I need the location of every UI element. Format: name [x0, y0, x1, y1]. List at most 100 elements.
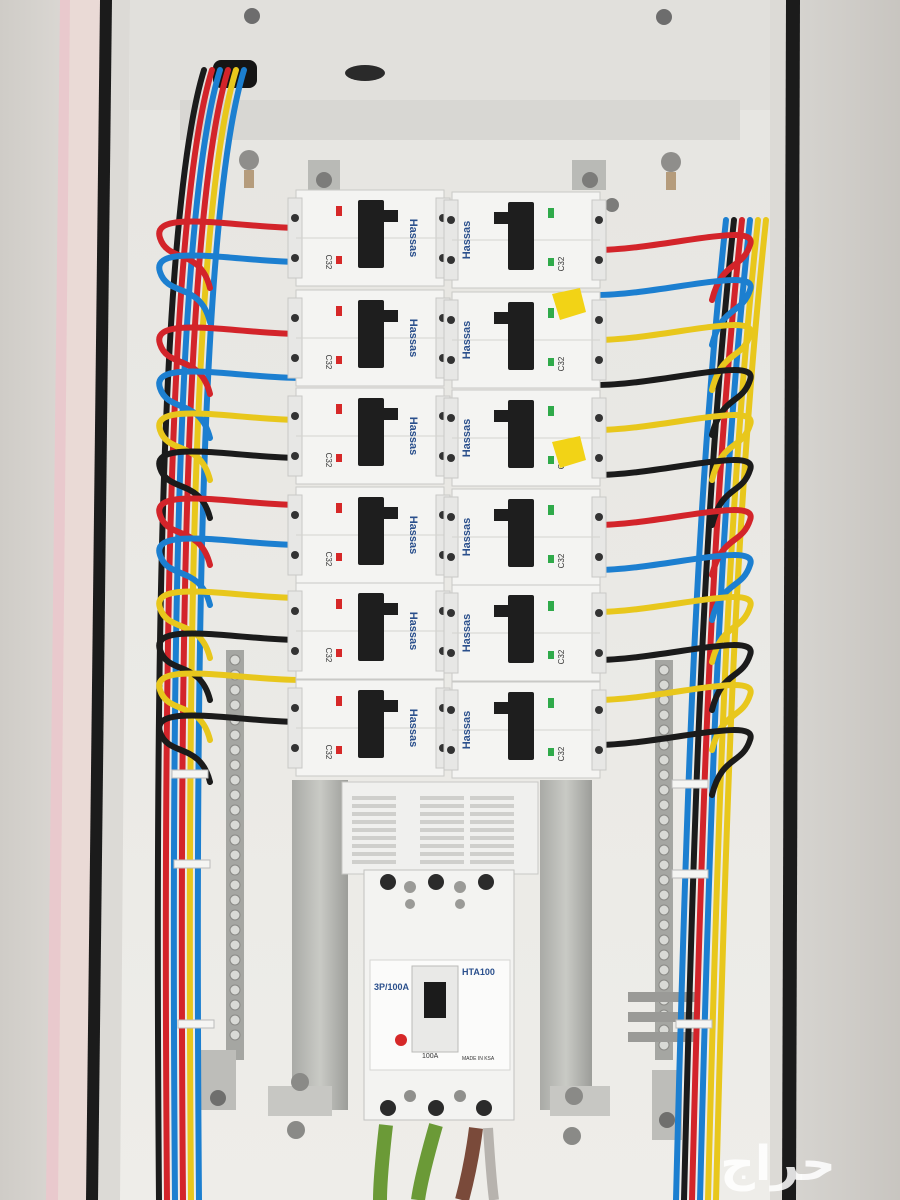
wiring-bundle: [154, 67, 769, 1200]
wire-loop-left: [156, 324, 303, 397]
status-indicator: [548, 406, 554, 416]
circuit-tag: [552, 436, 586, 468]
terminal-screw: [595, 356, 603, 364]
terminal-screw: [291, 354, 299, 362]
busbar-stud: [658, 814, 670, 826]
terminal-screw: [447, 454, 455, 462]
wire-loop-right: [593, 457, 754, 528]
status-indicator: [548, 456, 554, 464]
wire-vertical-left: [194, 67, 247, 1200]
wire-vertical-left: [170, 67, 223, 1200]
breaker-toggle-cap: [494, 605, 512, 617]
breaker-toggle-cap: [494, 312, 512, 324]
status-indicator: [336, 649, 342, 657]
main-breaker-model: HTA100: [462, 967, 495, 977]
wire-loop-right: [593, 642, 754, 713]
busbar-stud: [229, 984, 241, 996]
terminal-screw: [291, 647, 299, 655]
busbar-stud: [229, 864, 241, 876]
breaker-toggle-cap: [380, 700, 398, 712]
breaker-toggle: [508, 302, 534, 370]
main-test-button: [395, 1034, 407, 1046]
vent-slot: [470, 796, 514, 800]
terminal-screw: [447, 414, 455, 422]
busbar-stud: [658, 829, 670, 841]
breaker-rating-label: C32: [324, 453, 333, 468]
busbar-stud: [229, 1029, 241, 1041]
busbar-stud: [658, 844, 670, 856]
vent-slot: [470, 836, 514, 840]
busbar-stud: [658, 664, 670, 676]
breaker-rating-label: C32: [324, 745, 333, 760]
vent-slot: [352, 852, 396, 856]
busbar-stud: [658, 904, 670, 916]
terminal-screw: [291, 551, 299, 559]
breaker-rating-label: C32: [557, 746, 566, 761]
vent-slot: [352, 796, 396, 800]
status-indicator: [336, 356, 342, 364]
terminal-screw: [291, 214, 299, 222]
wire-vertical-right: [689, 217, 745, 1200]
breaker-brand-label: Hassas: [461, 711, 473, 750]
terminal-screw: [291, 607, 299, 615]
vent-slot: [470, 844, 514, 848]
wire-loop-right: [593, 507, 754, 578]
breaker-rating-label: C32: [324, 355, 333, 370]
breaker-rows: HassasC32HassasC32HassasC32HassasC32Hass…: [287, 189, 607, 779]
vent-slot: [420, 812, 464, 816]
vent-slot: [470, 852, 514, 856]
busbar-stud: [658, 889, 670, 901]
terminal-screw: [595, 454, 603, 462]
status-indicator: [336, 306, 342, 316]
breaker-brand-label: Hassas: [407, 319, 419, 358]
terminal-screw: [291, 412, 299, 420]
wire-loop-right: [593, 367, 754, 438]
breaker-toggle: [508, 692, 534, 760]
busbar-stud: [658, 769, 670, 781]
status-indicator: [336, 746, 342, 754]
status-indicator: [336, 503, 342, 513]
terminal-screw: [447, 553, 455, 561]
breaker-brand-label: Hassas: [461, 221, 473, 260]
busbar-stud: [229, 789, 241, 801]
main-toggle-lever: [424, 982, 446, 1018]
busbar-stud: [658, 784, 670, 796]
breaker-toggle-cap: [380, 210, 398, 222]
vent-slot: [470, 820, 514, 824]
terminal-screw: [447, 706, 455, 714]
busbar-stud: [658, 799, 670, 811]
breaker-brand-label: Hassas: [461, 419, 473, 458]
terminal-screw: [595, 746, 603, 754]
busbar-stud: [229, 834, 241, 846]
terminal-screw: [291, 511, 299, 519]
terminal-screw: [291, 704, 299, 712]
wire-vertical-right: [713, 217, 769, 1200]
breaker-toggle-cap: [380, 603, 398, 615]
wire-loop-right: [593, 232, 754, 303]
vent-slot: [420, 860, 464, 864]
breaker-toggle: [358, 593, 384, 661]
busbar-stud: [229, 744, 241, 756]
vent-slot: [352, 804, 396, 808]
status-indicator: [548, 208, 554, 218]
busbar-stud: [229, 849, 241, 861]
busbar-stud: [229, 879, 241, 891]
wire-loop-right: [593, 277, 754, 348]
busbar-stud: [229, 759, 241, 771]
main-breaker-origin: MADE IN KSA: [462, 1056, 495, 1062]
wire-loop-right: [593, 322, 754, 393]
vent-slot: [420, 852, 464, 856]
busbar-stud: [658, 874, 670, 886]
breaker-rating-label: C32: [557, 256, 566, 271]
breaker-brand-label: Hassas: [407, 516, 419, 555]
status-indicator: [548, 601, 554, 611]
terminal-screw: [595, 316, 603, 324]
main-breaker-dial: 100A: [422, 1053, 439, 1060]
vent-slot: [470, 828, 514, 832]
incoming-cables: [268, 1073, 610, 1200]
